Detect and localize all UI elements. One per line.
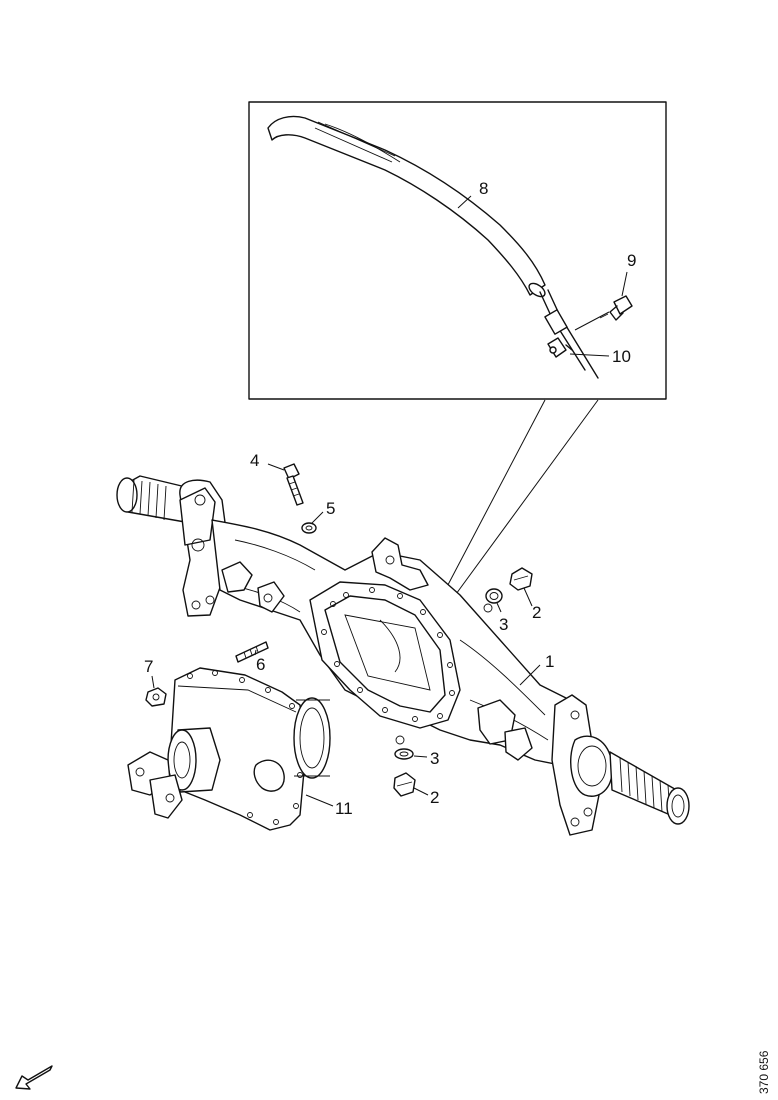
callout-11: 11 xyxy=(335,799,353,818)
hose-clamp xyxy=(547,337,573,358)
breather-pipe xyxy=(539,289,599,379)
callout-1: 1 xyxy=(545,652,554,671)
part-plug-2-lower xyxy=(393,772,416,797)
callout-5: 5 xyxy=(326,499,335,518)
callout-8: 8 xyxy=(479,179,488,198)
callout-6: 6 xyxy=(256,655,265,674)
part-nut-7 xyxy=(145,687,167,707)
document-number: 370 656 xyxy=(757,1050,771,1094)
part-washer-5 xyxy=(301,522,317,534)
axle-housing xyxy=(116,475,690,836)
callouts: 1 2 2 3 3 4 5 6 7 11 xyxy=(144,451,554,818)
callout-2-lower: 2 xyxy=(430,788,439,807)
inset-pointer xyxy=(439,399,599,606)
part-seal-3-upper xyxy=(485,588,503,604)
detail-inset: 8 9 10 xyxy=(248,101,667,400)
callout-2-upper: 2 xyxy=(532,603,541,622)
callout-9: 9 xyxy=(627,251,636,270)
part-bolt-4 xyxy=(283,463,304,506)
part-seal-3-lower xyxy=(394,748,414,760)
differential-carrier xyxy=(127,667,331,831)
inset-frame xyxy=(248,101,667,400)
clamp-bolt xyxy=(599,295,633,321)
callout-4: 4 xyxy=(250,451,259,470)
callout-7: 7 xyxy=(144,657,153,676)
part-plug-2-upper xyxy=(509,567,533,591)
callout-3-lower: 3 xyxy=(430,749,439,768)
callout-3-upper: 3 xyxy=(499,615,508,634)
part-stud-6 xyxy=(235,641,269,663)
direction-arrow-icon xyxy=(15,1065,53,1090)
breather-hose xyxy=(267,115,546,298)
callout-10: 10 xyxy=(612,347,631,366)
